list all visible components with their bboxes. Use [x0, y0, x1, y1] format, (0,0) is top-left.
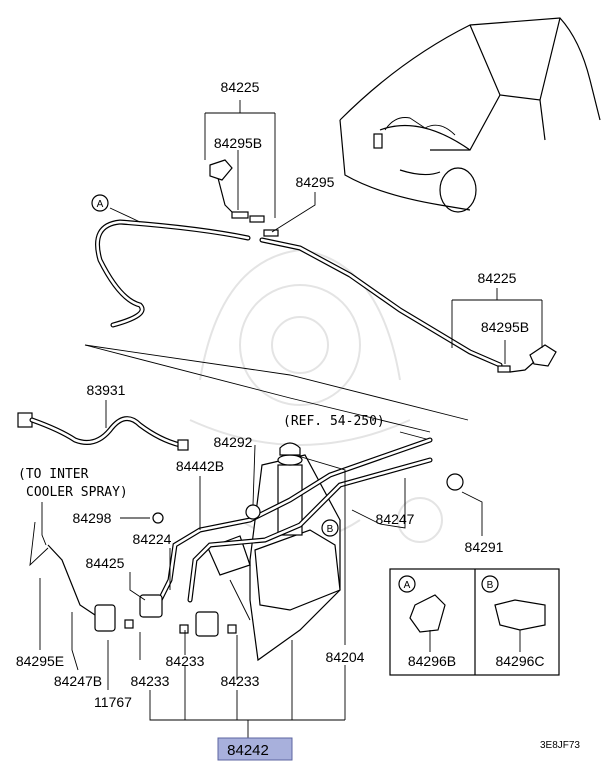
label-11767: 11767	[94, 694, 132, 710]
callout-circle-b	[321, 519, 339, 537]
label-84442B: 84442B	[176, 458, 224, 474]
label-84295B-top: 84295B	[214, 135, 262, 151]
callout-a-text: A	[97, 199, 104, 210]
label-inter-cooler-2: COOLER SPRAY)	[26, 485, 128, 500]
label-84233-c: 84233	[221, 673, 260, 689]
wiring-harness-83931	[17, 400, 189, 451]
callout-circle-a	[91, 194, 109, 212]
label-84291: 84291	[465, 539, 504, 555]
clip-84296B	[409, 594, 446, 633]
detail-legend	[389, 568, 560, 676]
label-84224: 84224	[133, 531, 172, 547]
bolt-84298	[152, 512, 164, 524]
leaders-upper	[109, 100, 543, 364]
label-84292: 84292	[214, 434, 253, 450]
nozzle-84225-left	[209, 159, 233, 181]
label-84204: 84204	[326, 649, 365, 665]
callout-b-text: B	[327, 524, 334, 535]
pump-84224	[139, 594, 163, 618]
pumps	[94, 473, 464, 637]
tank-hoses	[47, 437, 433, 616]
label-84425: 84425	[86, 555, 125, 571]
legend-b-letter: B	[487, 580, 494, 591]
label-84225-top: 84225	[221, 79, 260, 95]
label-84298: 84298	[73, 510, 112, 526]
pump-84425	[195, 611, 219, 637]
label-84296C: 84296C	[495, 653, 544, 669]
label-84247: 84247	[376, 511, 415, 527]
label-84242[interactable]: 84242	[227, 742, 269, 759]
highlight-box-84242	[217, 737, 293, 761]
label-84295B-right: 84295B	[481, 319, 529, 335]
diagram-code: 3E8JF73	[540, 740, 580, 751]
leaders-lower	[29, 444, 483, 738]
label-inter-cooler-1: (TO INTER	[18, 467, 89, 482]
label-84295E: 84295E	[16, 653, 64, 669]
vehicle-outline	[339, 17, 601, 213]
pump-11767	[94, 604, 116, 632]
label-84247B: 84247B	[54, 673, 102, 689]
label-ref-note: (REF. 54-250)	[283, 414, 385, 429]
label-84233-b: 84233	[131, 673, 170, 689]
guide-line-lower	[84, 344, 431, 433]
upper-hose-assembly	[95, 159, 557, 373]
leader-inter-cooler	[41, 502, 47, 546]
label-84225-right: 84225	[478, 270, 517, 286]
label-83931: 83931	[87, 382, 126, 398]
label-84296B: 84296B	[408, 653, 456, 669]
cap-84291	[446, 473, 464, 491]
clip-84296C	[494, 599, 546, 631]
grommet-84292	[245, 504, 261, 520]
label-84295: 84295	[296, 174, 335, 190]
legend-a-letter: A	[404, 580, 411, 591]
label-84233-a: 84233	[166, 653, 205, 669]
guide-line-upper	[84, 344, 469, 421]
